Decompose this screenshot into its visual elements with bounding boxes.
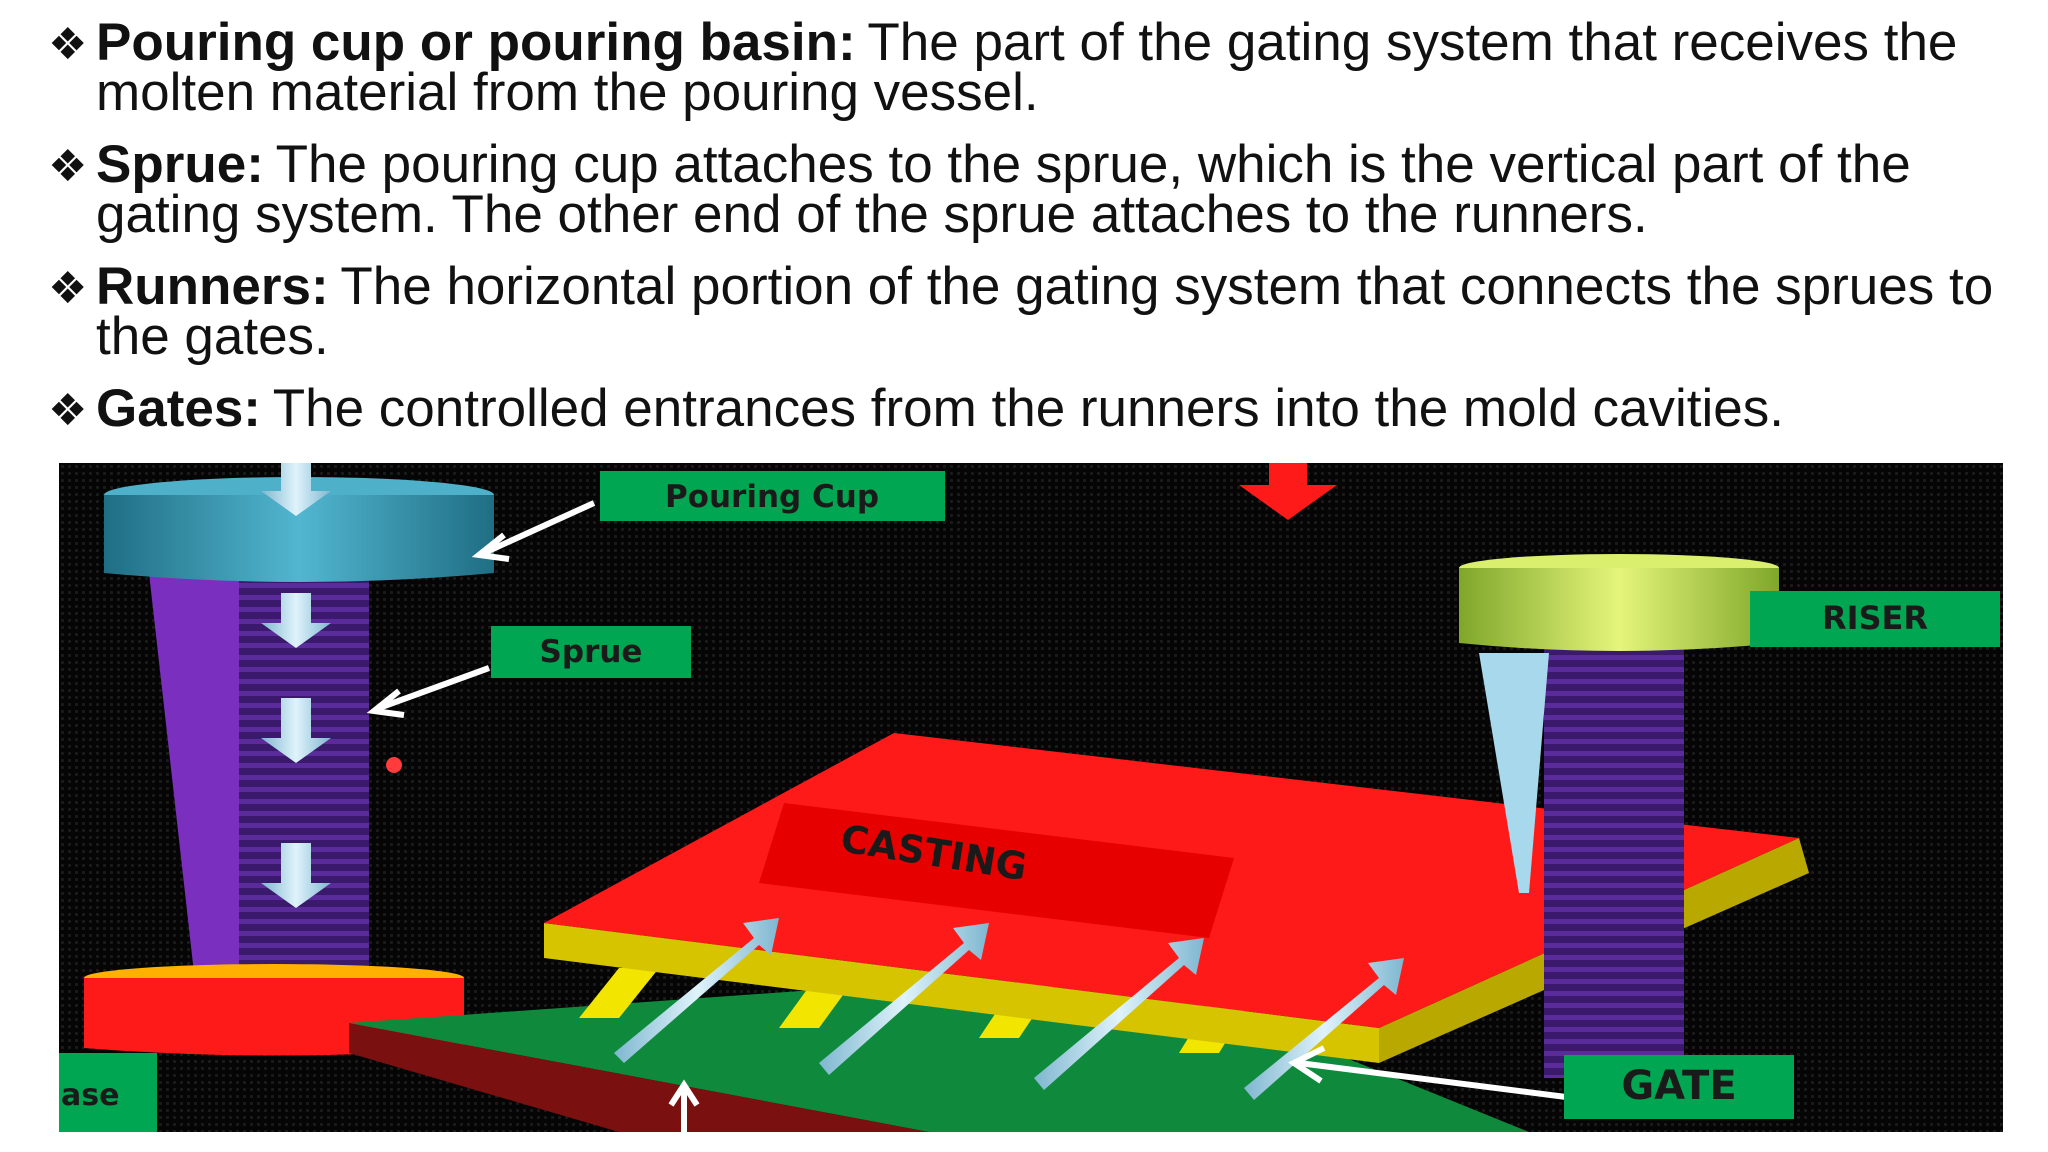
bullet-text: The controlled entrances from the runner…	[258, 379, 1784, 438]
svg-text:Pouring Cup: Pouring Cup	[665, 479, 879, 515]
diamond-bullet-icon: ❖	[48, 386, 88, 435]
bullet-text: The part of the gating system that recei…	[96, 13, 1958, 122]
pointer-arrows	[366, 500, 1575, 1132]
diagram-canvas: Pouring Cup Sprue RISER GATE ase CASTING	[59, 463, 2000, 1132]
diamond-bullet-icon: ❖	[48, 142, 88, 191]
bullet-term: Gates:	[96, 379, 261, 438]
label-pouring-cup: Pouring Cup	[600, 471, 945, 521]
diamond-bullet-icon: ❖	[48, 264, 88, 313]
bullet-term: Runners:	[96, 257, 329, 316]
riser-column	[1544, 648, 1684, 1078]
svg-text:RISER: RISER	[1822, 599, 1928, 637]
marker-dot	[386, 757, 402, 773]
label-base-partial: ase	[59, 1053, 157, 1132]
diamond-bullet-icon: ❖	[48, 20, 88, 69]
bullet-sprue: ❖ Sprue: The pouring cup attaches to the…	[48, 138, 2008, 241]
bullet-text: The pouring cup attaches to the sprue, w…	[96, 135, 1911, 244]
gating-system-diagram: Pouring Cup Sprue RISER GATE ase CASTING	[59, 463, 2003, 1132]
sprue-body	[149, 573, 239, 973]
label-riser: RISER	[1750, 591, 2000, 647]
svg-text:Sprue: Sprue	[540, 634, 643, 670]
bullet-text: The horizontal portion of the gating sys…	[96, 257, 1994, 366]
label-sprue: Sprue	[491, 626, 691, 678]
bullet-pouring-cup: ❖ Pouring cup or pouring basin: The part…	[48, 16, 2008, 119]
casting-label-panel	[759, 803, 1234, 938]
bullet-gates: ❖ Gates: The controlled entrances from t…	[48, 382, 2008, 435]
svg-text:ase: ase	[61, 1078, 119, 1113]
casting-side-left	[544, 923, 1379, 1063]
riser-cap-body	[1459, 568, 1779, 651]
flow-arrows-sprue	[261, 463, 331, 908]
bullet-runners: ❖ Runners: The horizontal portion of the…	[48, 260, 2008, 363]
label-gate: GATE	[1564, 1055, 1794, 1119]
runner-bar	[349, 968, 1529, 1132]
bullet-term: Sprue:	[96, 135, 264, 194]
riser-neck	[1479, 653, 1549, 893]
flow-arrows-gates	[614, 918, 1404, 1100]
bullet-term: Pouring cup or pouring basin:	[96, 13, 856, 72]
svg-text:GATE: GATE	[1621, 1063, 1736, 1109]
pour-arrow	[1239, 463, 1337, 520]
pouring-cup-body	[104, 495, 494, 582]
bullet-list: ❖ Pouring cup or pouring basin: The part…	[48, 16, 2008, 456]
runner-side	[349, 1023, 929, 1132]
